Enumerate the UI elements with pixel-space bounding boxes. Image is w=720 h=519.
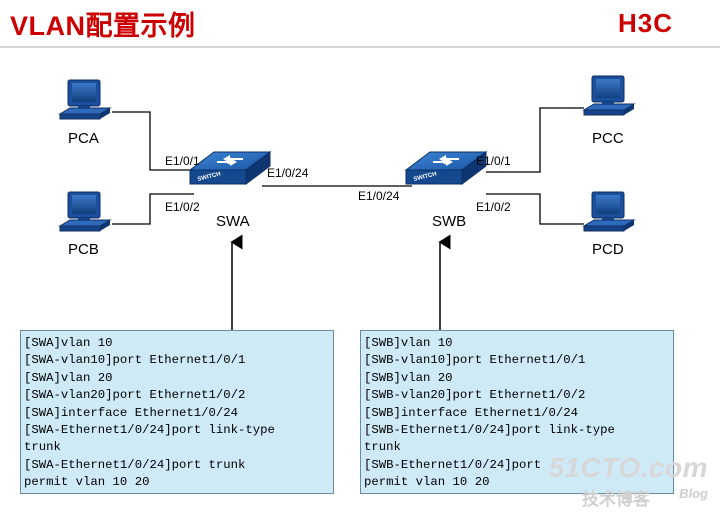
label-swb: SWB bbox=[432, 213, 467, 230]
port-swa-e1-0-24: E1/0/24 bbox=[267, 166, 309, 180]
port-swa-e1-0-2: E1/0/2 bbox=[165, 200, 200, 214]
port-swb-e1-0-24: E1/0/24 bbox=[358, 189, 400, 203]
network-links bbox=[112, 107, 584, 225]
config-line: [SWB-Ethernet1/0/24]port bbox=[364, 457, 542, 472]
link-swb-pcc bbox=[486, 107, 584, 173]
config-line: permit vlan 10 20 bbox=[24, 475, 150, 490]
config-line: [SWB]interface Ethernet1/0/24 bbox=[364, 405, 579, 420]
watermark-site: 51CTO.com bbox=[548, 452, 708, 483]
config-line: [SWA-Ethernet1/0/24]port trunk bbox=[24, 457, 246, 472]
label-swa: SWA bbox=[216, 213, 250, 230]
switch-swa-icon: SWITCH bbox=[189, 151, 271, 185]
config-arrows bbox=[230, 234, 451, 330]
port-swa-e1-0-1: E1/0/1 bbox=[165, 154, 200, 168]
config-line: trunk bbox=[364, 440, 401, 455]
site-watermark: 51CTO.com 技术博客 Blog bbox=[548, 452, 718, 516]
config-line: [SWA-Ethernet1/0/24]port link-type bbox=[24, 423, 275, 438]
config-line: [SWB]vlan 20 bbox=[364, 370, 453, 385]
link-pcb-swa bbox=[112, 193, 194, 225]
swb-switch-badge: SWITCH bbox=[413, 171, 437, 183]
pc-pcb-icon bbox=[59, 191, 111, 232]
config-line: [SWA-vlan10]port Ethernet1/0/1 bbox=[24, 353, 246, 368]
pc-pcc-icon bbox=[583, 75, 635, 116]
config-box-swa: [SWA]vlan 10 [SWA-vlan10]port Ethernet1/… bbox=[20, 330, 334, 494]
label-pcd: PCD bbox=[592, 241, 624, 258]
config-line: [SWB-vlan10]port Ethernet1/0/1 bbox=[364, 353, 586, 368]
label-pca: PCA bbox=[68, 130, 99, 147]
config-line: [SWA]vlan 10 bbox=[24, 336, 113, 350]
config-line: [SWA]vlan 20 bbox=[24, 370, 113, 385]
slide-title: VLAN配置示例 bbox=[10, 11, 196, 41]
watermark-blog: Blog bbox=[679, 486, 708, 501]
link-swb-pcd bbox=[486, 193, 584, 225]
pc-pcd-icon bbox=[583, 191, 635, 232]
config-line: [SWB]vlan 10 bbox=[364, 336, 453, 350]
pc-pca-icon bbox=[59, 79, 111, 120]
switch-swb-icon: SWITCH bbox=[405, 151, 487, 185]
config-line: trunk bbox=[24, 440, 61, 455]
config-line: [SWB-Ethernet1/0/24]port link-type bbox=[364, 423, 615, 438]
port-swb-e1-0-2: E1/0/2 bbox=[476, 200, 511, 214]
config-box-swb: [SWB]vlan 10 [SWB-vlan10]port Ethernet1/… bbox=[360, 330, 674, 494]
link-pca-swa bbox=[112, 111, 194, 171]
watermark-subtitle: 技术博客 bbox=[582, 490, 650, 509]
config-line: [SWB-vlan20]port Ethernet1/0/2 bbox=[364, 388, 586, 403]
config-line: [SWA-vlan20]port Ethernet1/0/2 bbox=[24, 388, 246, 403]
config-line: [SWA]interface Ethernet1/0/24 bbox=[24, 405, 239, 420]
swa-switch-badge: SWITCH bbox=[197, 171, 221, 183]
h3c-logo: H3C bbox=[618, 8, 674, 38]
label-pcc: PCC bbox=[592, 130, 624, 147]
title-divider bbox=[0, 46, 720, 48]
port-swb-e1-0-1: E1/0/1 bbox=[476, 154, 511, 168]
config-line: permit vlan 10 20 bbox=[364, 475, 490, 490]
label-pcb: PCB bbox=[68, 241, 99, 258]
